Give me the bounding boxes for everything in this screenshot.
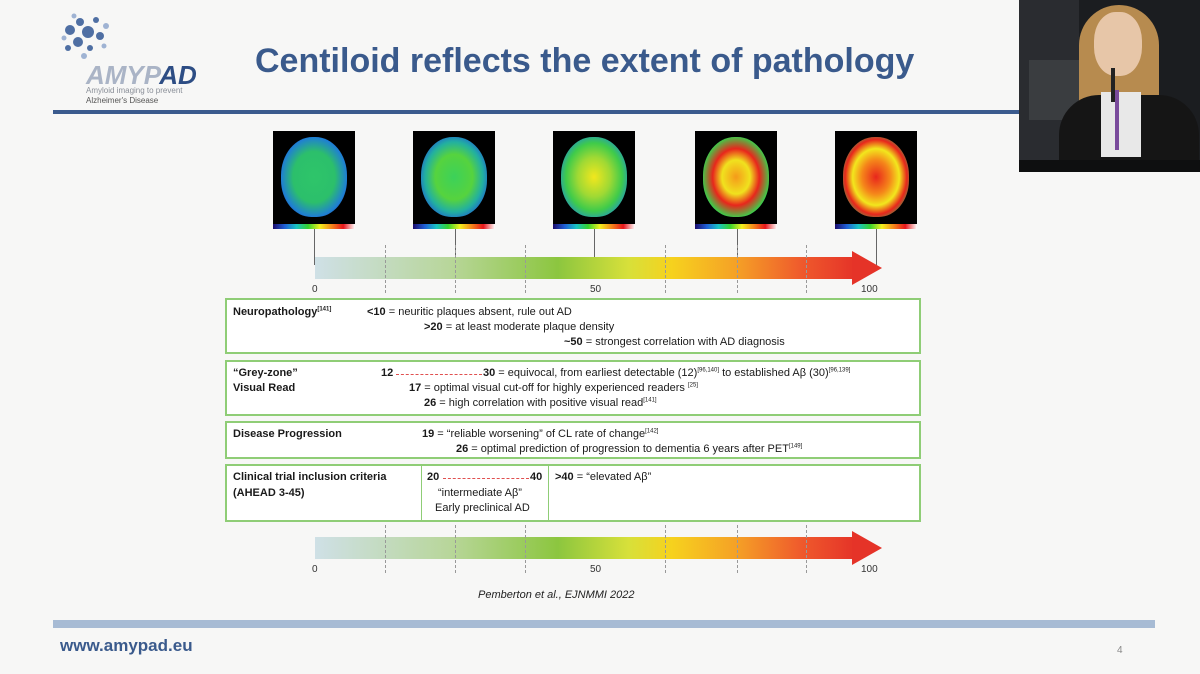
scale-tick: [525, 245, 526, 293]
progression-line-2: 26 = optimal prediction of progression t…: [456, 443, 803, 455]
scale-label-100: 100: [861, 284, 878, 295]
page-number: 4: [1117, 645, 1123, 656]
scale-tick: [385, 245, 386, 293]
scale-tick: [806, 245, 807, 293]
trial-divider-left: [421, 466, 422, 520]
arrow-head-icon: [852, 251, 882, 285]
greyzone-line-1: 30 = equivocal, from earliest detectable…: [483, 367, 851, 379]
pet-scan-1: [273, 131, 355, 229]
scan-leader-line: [594, 229, 595, 265]
scale-label-100-bottom: 100: [861, 564, 878, 575]
neuropathology-line-1: <10 = neuritic plaques absent, rule out …: [367, 306, 572, 318]
neuropathology-box: Neuropathology[141] <10 = neuritic plaqu…: [225, 298, 921, 354]
trial-right-text: >40 = “elevated Aβ”: [555, 471, 652, 483]
greyzone-range-start: 12: [381, 367, 394, 379]
scale-tick: [665, 245, 666, 293]
citation: Pemberton et al., EJNMMI 2022: [478, 589, 635, 601]
neuropathology-line-2: >20 = at least moderate plaque density: [424, 321, 615, 333]
greyzone-line-3: 26 = high correlation with positive visu…: [424, 397, 657, 409]
scale-tick: [455, 245, 456, 293]
pet-scan-4: [695, 131, 777, 229]
neuropathology-line-3: ~50 = strongest correlation with AD diag…: [564, 336, 785, 348]
scale-label-50-bottom: 50: [590, 564, 602, 575]
trial-mid-line-1: “intermediate Aβ”: [438, 487, 522, 499]
centiloid-scale-arrow-bottom: [315, 537, 855, 559]
centiloid-scale-arrow: [315, 257, 855, 279]
pet-scan-5: [835, 131, 917, 229]
progression-label: Disease Progression: [233, 428, 342, 440]
trial-range-start: 20: [427, 471, 440, 483]
trial-range-end: 40: [530, 471, 543, 483]
neuropathology-label: Neuropathology[141]: [233, 306, 332, 318]
footer-url-link[interactable]: www.amypad.eu: [60, 636, 193, 655]
scale-tick: [455, 525, 456, 573]
scale-label-0-bottom: 0: [312, 564, 318, 575]
greyzone-label-1: “Grey-zone”: [233, 367, 298, 379]
trial-mid-line-2: Early preclinical AD: [435, 502, 530, 514]
logo-wordmark: AMYPAD: [86, 60, 197, 90]
scale-label-50: 50: [590, 284, 602, 295]
progression-box: Disease Progression 19 = “reliable worse…: [225, 421, 921, 459]
speaker-webcam-video: [1019, 0, 1200, 172]
greyzone-range-line: [396, 374, 482, 375]
scale-tick: [806, 525, 807, 573]
trial-label-2: (AHEAD 3-45): [233, 487, 305, 499]
trial-label-1: Clinical trial inclusion criteria: [233, 471, 387, 483]
progression-line-1: 19 = “reliable worsening” of CL rate of …: [422, 428, 659, 440]
slide-title: Centiloid reflects the extent of patholo…: [255, 42, 915, 80]
footer-divider: [53, 620, 1155, 628]
header-divider: [53, 110, 1018, 114]
molecule-logo-icon: [61, 13, 109, 59]
arrow-head-icon: [852, 531, 882, 565]
scan-leader-line: [876, 229, 877, 265]
scale-tick: [737, 245, 738, 293]
scale-tick: [737, 525, 738, 573]
pet-scan-3: [553, 131, 635, 229]
greyzone-line-2: 17 = optimal visual cut-off for highly e…: [409, 382, 698, 394]
trial-range-line: [443, 478, 529, 479]
trial-divider-right: [548, 466, 549, 520]
pet-scan-2: [413, 131, 495, 229]
scale-tick: [525, 525, 526, 573]
greyzone-box: “Grey-zone” Visual Read 12 30 = equivoca…: [225, 360, 921, 416]
logo-tagline-1: Amyloid imaging to prevent: [86, 86, 183, 95]
scan-leader-line: [314, 229, 315, 265]
scale-tick: [385, 525, 386, 573]
scale-tick: [665, 525, 666, 573]
scale-label-0: 0: [312, 284, 318, 295]
clinical-trial-box: Clinical trial inclusion criteria (AHEAD…: [225, 464, 921, 522]
logo-tagline-2: Alzheimer's Disease: [86, 96, 159, 105]
amypad-logo: AMYPAD Amyloid imaging to prevent Alzhei…: [58, 10, 228, 105]
greyzone-label-2: Visual Read: [233, 382, 296, 394]
